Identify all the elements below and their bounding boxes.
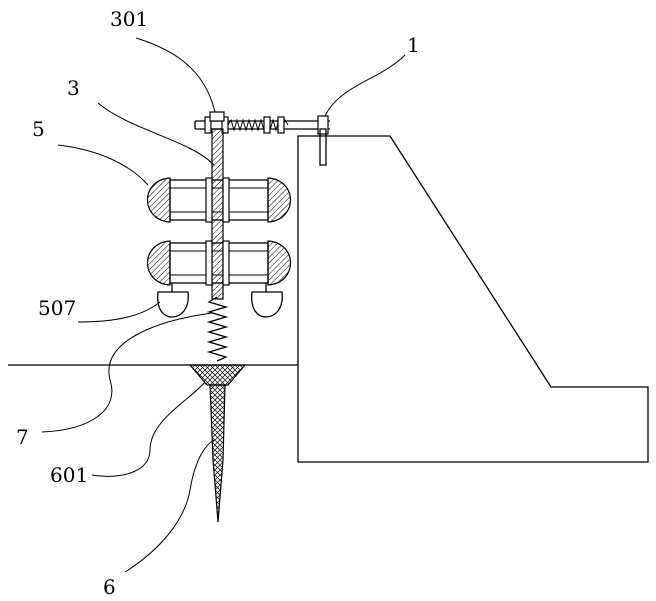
- hinge-block: [317, 115, 329, 135]
- label-5: 5: [32, 117, 45, 141]
- leader-6: [124, 439, 215, 573]
- leader-5: [57, 144, 149, 186]
- leader-3: [97, 102, 215, 166]
- label-3: 3: [67, 76, 80, 100]
- label-6: 6: [103, 575, 116, 599]
- label-507: 507: [38, 296, 76, 320]
- label-301: 301: [110, 7, 148, 31]
- label-1: 1: [407, 33, 420, 57]
- nut-left: [204, 116, 212, 134]
- weight-507-right: [251, 283, 283, 318]
- nut-mid: [263, 116, 271, 134]
- leader-7: [41, 312, 213, 433]
- wheel-assembly-lower: [147, 240, 291, 286]
- leader-507: [77, 301, 161, 323]
- label-601: 601: [50, 463, 88, 487]
- leader-1: [324, 54, 406, 117]
- base-structure: [297, 135, 649, 463]
- label-7: 7: [16, 425, 29, 449]
- nut-mid-2: [277, 116, 285, 134]
- leader-301: [135, 37, 216, 113]
- spring-7: [206, 296, 229, 362]
- spike-6: [209, 384, 226, 523]
- nut-left-2: [221, 116, 229, 134]
- cap-301: [209, 111, 225, 122]
- leader-601: [91, 381, 206, 477]
- pole-3: [211, 128, 224, 300]
- hanging-plate: [319, 128, 327, 166]
- weight-507-left: [157, 283, 189, 318]
- wheel-assembly-upper: [147, 177, 291, 223]
- anchor-head-601: [188, 364, 247, 386]
